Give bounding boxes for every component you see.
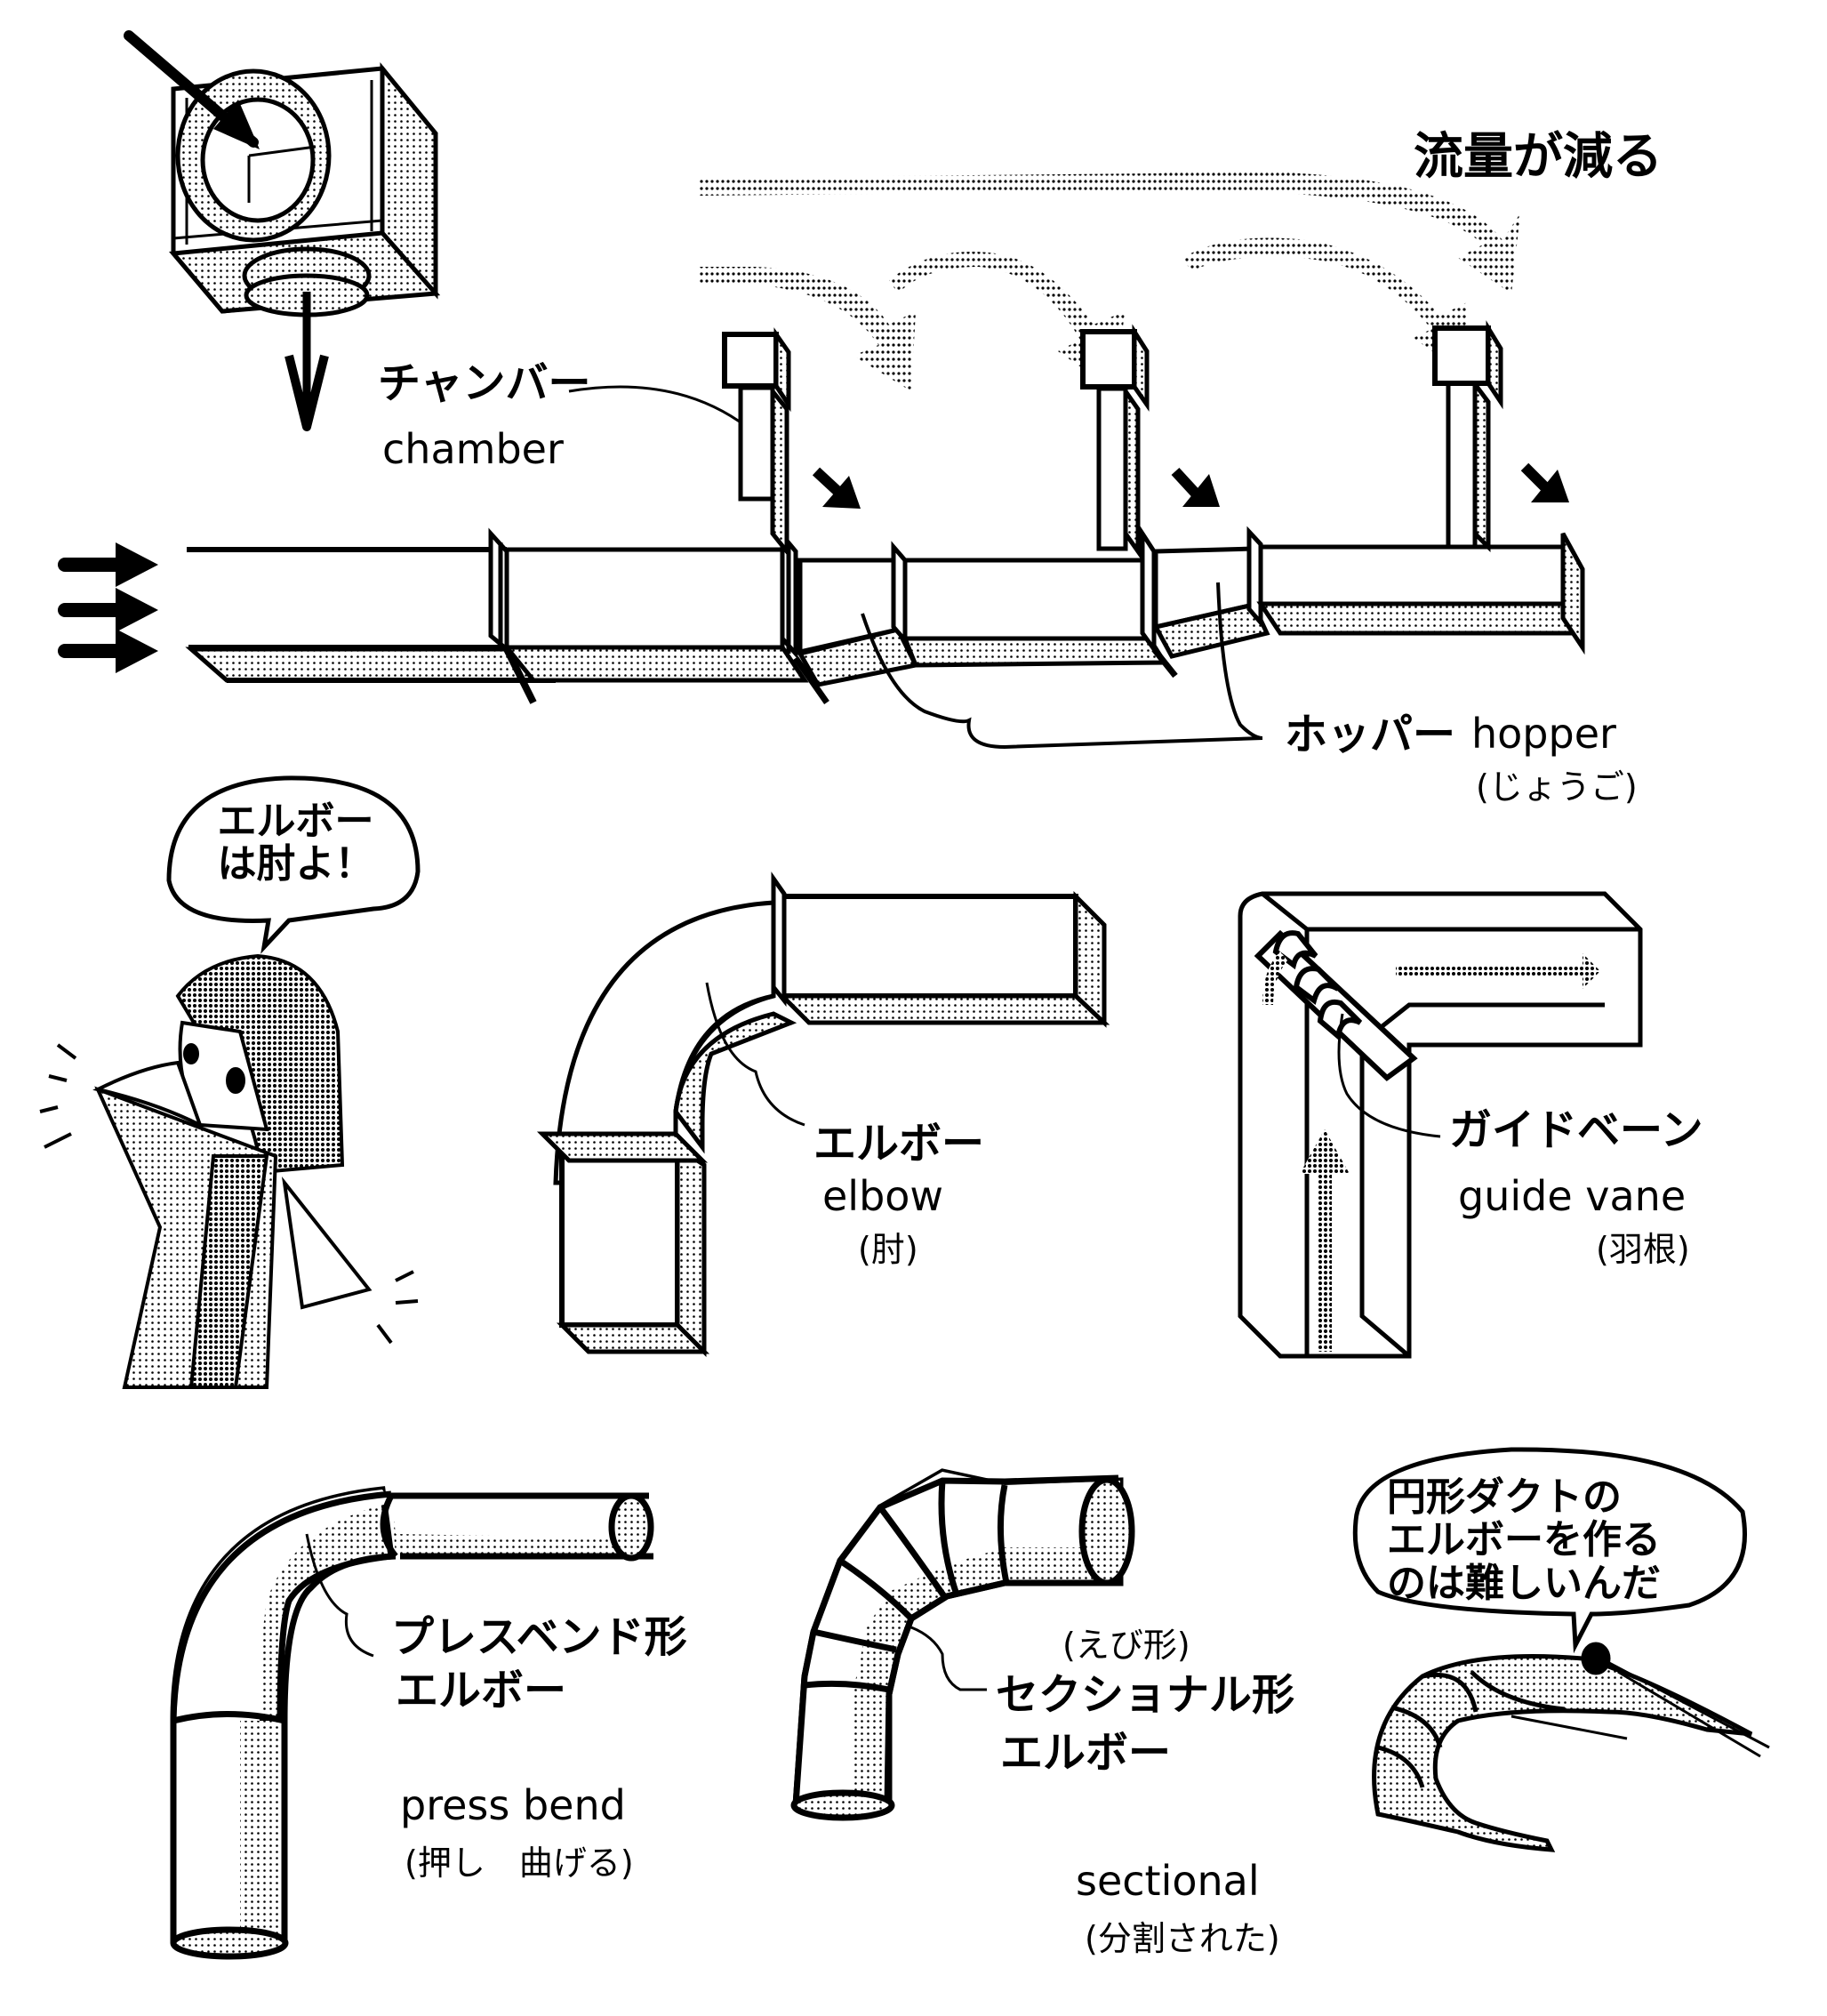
press-bend-elbow [170, 1486, 654, 1960]
elbow-reading: (肘) [858, 1230, 918, 1269]
right-arrow-icon [58, 629, 158, 673]
sectional-nickname: (えび形) [1062, 1626, 1190, 1665]
shrimp-bubble-text: 円形ダクトの エルボーを作る のは難しいんだ [1387, 1474, 1725, 1606]
sectional-leader-line [910, 1626, 987, 1691]
motion-lines [39, 1043, 419, 1345]
shrimp-icon [1372, 1642, 1770, 1852]
guide-vane-elbow [1238, 891, 1643, 1359]
sectional-label-en: sectional [1076, 1857, 1260, 1905]
hopper-label-jp: ホッパー [1285, 710, 1456, 759]
press-bend-label-en: press bend [400, 1781, 626, 1829]
shrimp-bubble-line-2: エルボーを作る [1387, 1517, 1661, 1563]
down-right-arrow-icon [1520, 462, 1569, 502]
woman-character-icon [39, 953, 419, 1389]
woman-bubble-line-1: エルボー [217, 799, 374, 844]
rectangular-elbow [536, 871, 1110, 1358]
outlet-2 [1080, 324, 1150, 558]
sectional-reading: (分割された) [1085, 1919, 1280, 1958]
sectional-elbow [790, 1468, 1135, 1821]
flow-arrows [698, 171, 1520, 391]
shrimp-bubble-line-1: 円形ダクトの [1387, 1474, 1622, 1520]
guide-vane-leader-line [1337, 1013, 1441, 1138]
hopper-reading: (じょうご) [1476, 767, 1638, 807]
shrimp-bubble-line-3: のは難しいんだ [1387, 1560, 1661, 1606]
elbow-label-jp: エルボー [813, 1119, 985, 1169]
chamber-inlet-arrow-icon [124, 30, 260, 149]
elbow-leader-line [705, 982, 805, 1127]
down-right-arrow-icon [812, 467, 861, 509]
inflow-arrows [58, 542, 158, 673]
outlet-stems [722, 320, 1503, 558]
flow-decrease-label: 流量が減る [1414, 128, 1663, 186]
woman-bubble-line-2: は肘よ！ [217, 841, 374, 888]
woman-bubble-text: エルボー は肘よ！ [182, 799, 409, 888]
woman-speech-bubble [166, 775, 421, 954]
sectional-label-jp-2: エルボー [1000, 1728, 1172, 1778]
press-bend-label-jp-1: プレスベンド形 [391, 1612, 687, 1662]
chamber-outlet-arrow-icon [284, 292, 329, 431]
hopper-leader-lines [861, 582, 1263, 750]
main-duct [185, 526, 1585, 705]
right-arrow-icon [58, 542, 158, 587]
elbow-label-en: elbow [822, 1172, 944, 1220]
sectional-label-jp-1: セクショナル形 [996, 1670, 1295, 1720]
press-bend-reading: (押し 曲げる) [405, 1843, 634, 1883]
guide-vane-reading: (羽根) [1596, 1230, 1690, 1269]
guide-vane-flow-arrows [1262, 952, 1600, 1352]
chamber-label-en: chamber [382, 425, 564, 473]
press-bend-leader-line [305, 1533, 374, 1658]
right-arrow-icon [58, 588, 158, 632]
chamber-leader-line [568, 385, 748, 429]
chamber-label-jp: チャンバー [378, 358, 591, 408]
guide-vane-label-en: guide vane [1458, 1172, 1687, 1220]
outlet-3 [1432, 320, 1503, 553]
outlet-1 [722, 327, 791, 558]
outlet-arrows [812, 462, 1569, 509]
down-right-arrow-icon [1171, 467, 1220, 507]
shrimp-speech-bubble [1352, 1447, 1747, 1654]
press-bend-label-jp-2: エルボー [396, 1666, 567, 1715]
hopper-label-en: hopper [1471, 710, 1616, 758]
guide-vane-label-jp: ガイドベーン [1449, 1105, 1703, 1155]
